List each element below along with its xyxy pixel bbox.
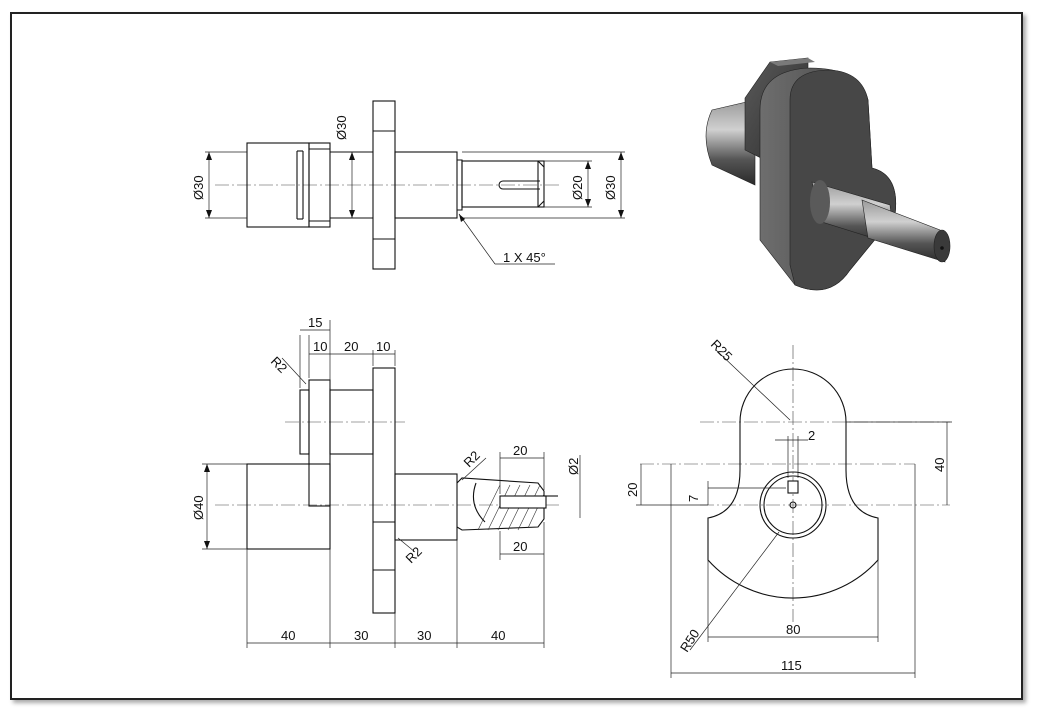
dim-front-15: 15 bbox=[308, 315, 322, 330]
dim-side-115: 115 bbox=[781, 658, 802, 673]
dim-front-dia40: Ø40 bbox=[191, 495, 206, 520]
dim-side-20: 20 bbox=[625, 483, 640, 497]
top-view: Ø30 Ø30 Ø20 Ø30 1 X 45° bbox=[191, 100, 625, 270]
dim-side-r50: R50 bbox=[677, 626, 703, 654]
dim-front-10a: 10 bbox=[313, 339, 327, 354]
dim-front-r2-shaft: R2 bbox=[461, 448, 483, 470]
dim-front-key-bottom: 20 bbox=[513, 539, 527, 554]
dim-top-dia-left: Ø30 bbox=[191, 175, 206, 200]
dim-front-key-top: 20 bbox=[513, 443, 527, 458]
dim-front-r2-bottom: R2 bbox=[403, 544, 425, 566]
dim-side-7: 7 bbox=[686, 495, 701, 502]
dim-side-80: 80 bbox=[786, 622, 800, 637]
dim-front-b40b: 40 bbox=[491, 628, 505, 643]
dim-front-b40a: 40 bbox=[281, 628, 295, 643]
dim-side-2: 2 bbox=[808, 428, 815, 443]
dim-front-b30a: 30 bbox=[354, 628, 368, 643]
dim-front-r2-top: R2 bbox=[268, 354, 290, 376]
isometric-view bbox=[705, 57, 951, 291]
dim-front-b30b: 30 bbox=[417, 628, 431, 643]
dim-front-20: 20 bbox=[344, 339, 358, 354]
dim-top-chamfer: 1 X 45° bbox=[503, 250, 546, 265]
dim-side-40: 40 bbox=[932, 458, 947, 472]
dim-front-10b: 10 bbox=[376, 339, 390, 354]
front-view: 15 10 20 10 R2 Ø40 R2 R2 20 20 Ø2 bbox=[191, 315, 581, 648]
side-view: R25 2 20 7 40 R50 80 115 bbox=[625, 337, 952, 678]
dim-top-dia-shaft: Ø20 bbox=[570, 175, 585, 200]
dim-front-dia2: Ø2 bbox=[566, 458, 581, 475]
dim-top-dia-flange: Ø30 bbox=[334, 115, 349, 140]
dim-top-dia-shaft-outer: Ø30 bbox=[603, 175, 618, 200]
dim-side-r25: R25 bbox=[708, 337, 735, 364]
